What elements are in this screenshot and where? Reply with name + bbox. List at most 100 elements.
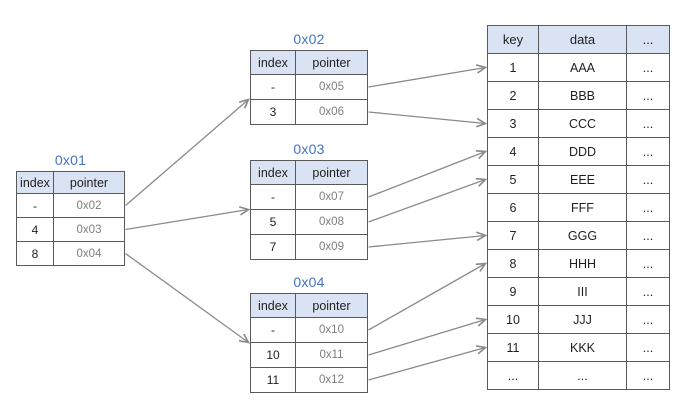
pointer-cell: 0x02 xyxy=(53,193,125,218)
column-header-data: data xyxy=(538,25,627,54)
table-row: - 0x10 xyxy=(250,317,368,343)
node-table-0x03-title: 0x03 xyxy=(293,141,325,157)
table-row: 7 0x09 xyxy=(250,234,368,260)
more-cell: ... xyxy=(626,165,670,194)
table-header-row: index pointer xyxy=(250,160,368,185)
data-cell: BBB xyxy=(538,81,627,110)
data-cell: III xyxy=(538,277,627,306)
data-cell: EEE xyxy=(538,165,627,194)
column-header-index: index xyxy=(250,160,296,185)
table-row: 10 0x11 xyxy=(250,342,368,368)
data-cell: HHH xyxy=(538,249,627,278)
key-cell: 4 xyxy=(487,137,539,166)
more-cell: ... xyxy=(626,109,670,138)
table-row: 4 DDD ... xyxy=(487,137,670,166)
pointer-cell: 0x03 xyxy=(53,217,125,242)
column-header-pointer: pointer xyxy=(295,50,368,75)
data-cell: DDD xyxy=(538,137,627,166)
pointer-arrow xyxy=(125,100,249,206)
table-row: - 0x07 xyxy=(250,184,368,210)
table-header-row: index pointer xyxy=(250,293,368,318)
index-cell: 11 xyxy=(250,367,296,393)
pointer-cell: 0x04 xyxy=(53,241,125,266)
pointer-cell: 0x07 xyxy=(295,184,368,210)
pointer-cell: 0x09 xyxy=(295,234,368,260)
index-cell: - xyxy=(16,193,54,218)
node-table-0x04: 0x04 index pointer - 0x10 10 0x11 11 xyxy=(250,274,368,393)
key-cell: 1 xyxy=(487,53,539,82)
index-cell: - xyxy=(250,317,296,343)
table-header-row: index pointer xyxy=(250,50,368,75)
more-cell: ... xyxy=(626,81,670,110)
more-cell: ... xyxy=(626,249,670,278)
table-row: 9 III ... xyxy=(487,277,670,306)
more-cell: ... xyxy=(626,333,670,362)
key-cell: 2 xyxy=(487,81,539,110)
pointer-cell: 0x08 xyxy=(295,209,368,235)
key-cell: ... xyxy=(487,361,539,390)
column-header-pointer: pointer xyxy=(295,160,368,185)
table-row: 3 0x06 xyxy=(250,99,368,125)
key-data-table: key data ... 1 AAA ... 2 BBB ... 3 xyxy=(487,25,670,390)
data-cell: CCC xyxy=(538,109,627,138)
column-header-index: index xyxy=(250,293,296,318)
column-header-pointer: pointer xyxy=(295,293,368,318)
index-cell: 4 xyxy=(16,217,54,242)
node-table-0x02: 0x02 index pointer - 0x05 3 0x06 xyxy=(250,31,368,125)
more-cell: ... xyxy=(626,361,670,390)
key-cell: 3 xyxy=(487,109,539,138)
table-header-row: index pointer xyxy=(16,171,125,194)
index-cell: - xyxy=(250,74,296,100)
table-row: 11 0x12 xyxy=(250,367,368,393)
key-cell: 7 xyxy=(487,221,539,250)
data-cell: KKK xyxy=(538,333,627,362)
more-cell: ... xyxy=(626,305,670,334)
table-row: ... ... ... xyxy=(487,361,670,390)
pointer-arrow xyxy=(368,180,486,223)
index-cell: 10 xyxy=(250,342,296,368)
table-row: 11 KKK ... xyxy=(487,333,670,362)
table-header-row: key data ... xyxy=(487,25,670,54)
data-cell: FFF xyxy=(538,193,627,222)
pointer-arrow xyxy=(368,264,486,331)
pointer-cell: 0x12 xyxy=(295,367,368,393)
more-cell: ... xyxy=(626,137,670,166)
table-row: 10 JJJ ... xyxy=(487,305,670,334)
table-row: - 0x02 xyxy=(16,193,125,218)
table-row: 3 CCC ... xyxy=(487,109,670,138)
data-cell: JJJ xyxy=(538,305,627,334)
table-row: 5 0x08 xyxy=(250,209,368,235)
data-cell: ... xyxy=(538,361,627,390)
pointer-arrow xyxy=(368,348,486,381)
column-header-index: index xyxy=(250,50,296,75)
pointer-arrow xyxy=(368,68,486,88)
node-table-0x01-title: 0x01 xyxy=(54,152,87,168)
table-row: 8 HHH ... xyxy=(487,249,670,278)
table-row: 4 0x03 xyxy=(16,217,125,242)
more-cell: ... xyxy=(626,193,670,222)
node-table-0x02-title: 0x02 xyxy=(293,31,325,47)
table-row: 1 AAA ... xyxy=(487,53,670,82)
pointer-arrow xyxy=(368,320,486,356)
pointer-arrow xyxy=(368,236,486,248)
key-cell: 11 xyxy=(487,333,539,362)
table-row: 2 BBB ... xyxy=(487,81,670,110)
more-cell: ... xyxy=(626,53,670,82)
node-table-0x04-title: 0x04 xyxy=(293,274,325,290)
data-cell: GGG xyxy=(538,221,627,250)
key-cell: 6 xyxy=(487,193,539,222)
more-cell: ... xyxy=(626,221,670,250)
more-cell: ... xyxy=(626,277,670,306)
index-pointer-table-0x01: index pointer - 0x02 4 0x03 8 0x04 xyxy=(16,171,125,266)
key-cell: 9 xyxy=(487,277,539,306)
table-row: - 0x05 xyxy=(250,74,368,100)
pointer-arrow xyxy=(125,252,249,343)
pointer-arrow xyxy=(368,111,486,124)
index-cell: 5 xyxy=(250,209,296,235)
table-row: 7 GGG ... xyxy=(487,221,670,250)
column-header-more: ... xyxy=(626,25,670,54)
key-cell: 10 xyxy=(487,305,539,334)
node-table-0x01: 0x01 index pointer - 0x02 4 0x03 8 xyxy=(16,152,125,266)
